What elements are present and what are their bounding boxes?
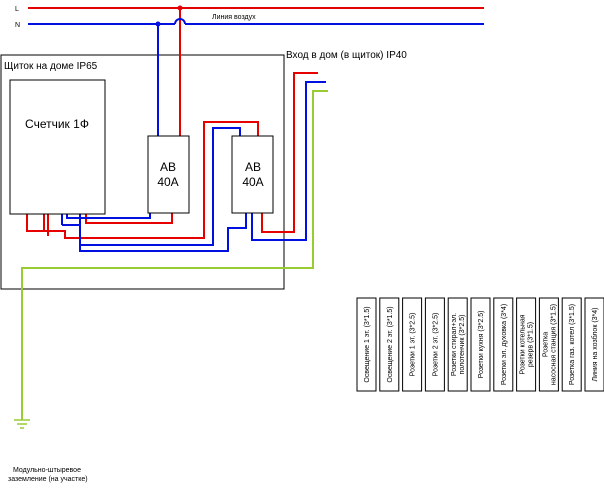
circuit-label: Линия на хозблок (3*4)	[591, 307, 599, 381]
circuit-label: полотенчик (3*2.5)	[459, 315, 466, 375]
circuit-label: Розетки кухня (3*2.5)	[478, 311, 485, 379]
circuit-box: Освещение 1 эт. (3*1.5)	[356, 297, 377, 392]
circuit-box-frame	[424, 297, 445, 392]
outdoor-panel	[0, 54, 285, 290]
circuit-box-frame	[470, 297, 491, 392]
circuit-label: насосная станция (3*1.5)	[550, 304, 557, 385]
circuit-label: резерв (3*1.5)	[528, 322, 535, 367]
meter-phase-bus-wire	[27, 121, 259, 239]
neutral-tap-dot	[155, 21, 161, 27]
circuit-breaker-2	[231, 135, 274, 214]
circuit-label: Розетки 2 эт. (3*2.5)	[432, 313, 439, 377]
circuit-box-frame	[379, 297, 400, 392]
meter-neutral-return-wire	[79, 212, 247, 252]
ground-label-line1: Модульно-штыревое	[13, 467, 81, 474]
circuit-box-frame	[402, 297, 423, 392]
circuit-box-frame	[516, 297, 537, 392]
neutral-label: N	[15, 22, 20, 29]
circuit-box: Линия на хозблок (3*4)	[584, 297, 604, 392]
ground-wire	[21, 90, 328, 420]
panel-title: Щиток на доме IP65	[4, 61, 98, 72]
phase-label: L	[15, 6, 19, 13]
circuit-box: Розетки стирал+эл.полотенчик (3*2.5)	[447, 297, 468, 392]
house-entry-label: Вход в дом (в щиток) IP40	[286, 50, 407, 61]
air-line-label: Линия воздух	[212, 14, 256, 21]
electricity-meter	[9, 79, 106, 215]
phase-tap-dot	[177, 5, 183, 11]
ground-symbol	[14, 419, 30, 429]
entry-phase-wire	[261, 72, 318, 233]
breaker-1-type: АВ	[160, 160, 176, 174]
breaker-1-rating: 40А	[157, 175, 178, 189]
circuit-label: Розетки эл. духовка (3*4)	[501, 304, 508, 385]
circuit-label: Розетка газ. котел (3*1.5)	[569, 304, 576, 385]
circuit-box-frame	[493, 297, 514, 392]
circuit-label: Освещение 2 эт. (3*1.5)	[387, 306, 394, 382]
circuit-list: Освещение 1 эт. (3*1.5) Освещение 2 эт. (…	[356, 297, 604, 392]
circuit-label: Розетки стирал+эл.	[451, 313, 458, 376]
breaker-2-type: АВ	[245, 160, 261, 174]
circuit-box-frame	[447, 297, 468, 392]
circuit-box: Розетки эл. духовка (3*4)	[493, 297, 514, 392]
circuit-box-frame	[584, 297, 604, 392]
circuit-breaker-1	[147, 135, 190, 214]
circuit-box-frame	[561, 297, 582, 392]
entry-neutral-wire	[251, 81, 326, 241]
circuit-box-frame	[538, 297, 559, 392]
meter-neutral-in-wire	[66, 213, 151, 219]
circuit-box: Розетки 1 эт. (3*2.5)	[402, 297, 423, 392]
circuit-label: Розетка	[542, 332, 549, 357]
circuit-label: Освещение 1 эт. (3*1.5)	[364, 306, 371, 382]
circuit-box: Розетки 2 эт. (3*2.5)	[424, 297, 445, 392]
neutral-drop-wire-crossover	[174, 18, 186, 25]
breaker-2-rating: 40А	[242, 175, 263, 189]
circuit-box-frame	[356, 297, 377, 392]
meter-label: Счетчик 1Ф	[25, 117, 89, 131]
ground-label-line2: заземление (на участке)	[8, 476, 88, 483]
circuit-label: Розетки 1 эт. (3*2.5)	[410, 313, 417, 377]
circuit-box: Розетка газ. котел (3*1.5)	[561, 297, 582, 392]
circuit-box: Освещение 2 эт. (3*1.5)	[379, 297, 400, 392]
circuit-box: Розетки кухня (3*2.5)	[470, 297, 491, 392]
meter-phase-out-wire	[26, 213, 45, 232]
circuit-label: Розетки котельная	[520, 314, 527, 374]
